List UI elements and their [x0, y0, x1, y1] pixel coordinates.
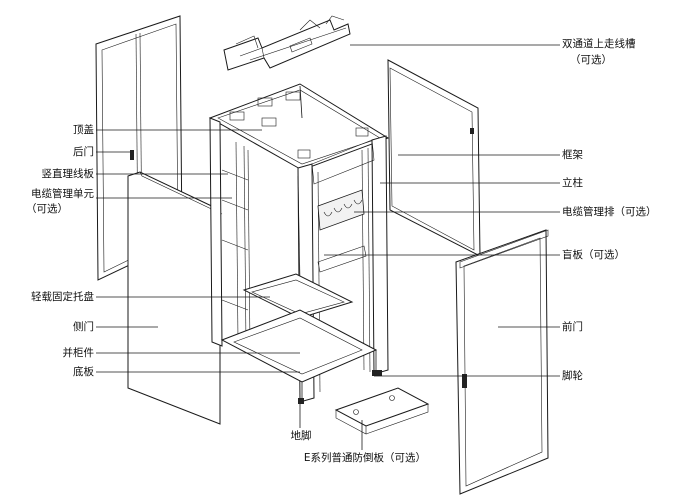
label-blank-panel: 盲板（可选）: [562, 249, 625, 261]
cabinet-frame-drawing: [208, 83, 390, 404]
label-top-cable-tray: 双通道上走线槽: [562, 38, 636, 50]
label-light-shelf: 轻载固定托盘: [31, 291, 94, 303]
top-cable-tray-drawing: [223, 15, 351, 71]
label-cable-mgmt-unit-optional: （可选）: [26, 203, 68, 215]
label-joint-kit: 并柜件: [62, 347, 95, 359]
label-bottom-plate: 底板: [73, 366, 94, 378]
label-caster: 脚轮: [562, 370, 583, 382]
side-door-drawing: [127, 171, 223, 425]
label-cable-mgmt-unit: 电缆管理单元: [31, 188, 94, 200]
label-upright: 立柱: [562, 177, 583, 189]
label-top-cover: 顶盖: [73, 124, 94, 136]
label-anti-tip-plate: E系列普通防倒板（可选）: [303, 452, 427, 464]
label-frame: 框架: [562, 149, 583, 161]
right-side-panel-drawing: [387, 59, 481, 257]
label-top-cable-tray-optional: （可选）: [570, 54, 612, 66]
label-side-door: 侧门: [73, 321, 94, 333]
label-cable-mgmt-bar: 电缆管理排（可选）: [562, 206, 657, 218]
front-door-drawing: [455, 229, 549, 495]
label-leveling-foot: 地脚: [290, 430, 312, 442]
leader-lines: [96, 44, 560, 450]
anti-tip-plate-drawing: [334, 387, 430, 435]
label-vertical-cable-board: 竖直理线板: [41, 168, 95, 180]
label-rear-door: 后门: [73, 146, 94, 158]
label-front-door: 前门: [562, 321, 583, 333]
